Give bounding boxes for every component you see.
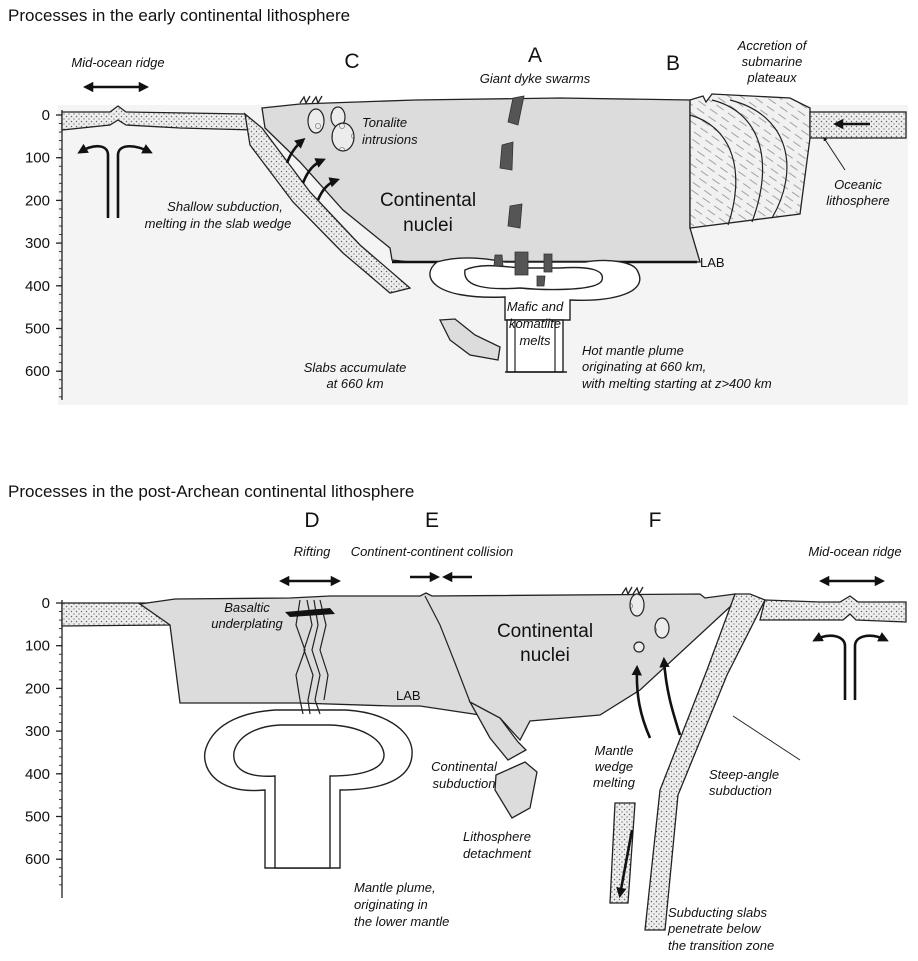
label-mantle-plume-1: Mantle plume, [354,880,436,895]
label-mafic-2: komatiite [509,316,561,331]
label-nuclei-2: nuclei [520,645,570,666]
depth-tick-label: 500 [25,809,50,826]
depth-tick-label: 200 [25,680,50,697]
panel-1-diagram: 0 100 200 300 400 500 600 [25,38,908,405]
convection-arrow-right-2 [855,636,886,700]
letter-c: C [344,50,359,73]
label-shallow-1: Shallow subduction, [167,199,283,214]
volcanism-icon-2 [622,587,643,594]
detached-block [495,762,537,818]
label-accretion-3: plateaux [746,70,797,85]
label-collision: Continent-continent collision [351,544,514,559]
depth-tick-label: 600 [25,851,50,868]
label-mantle-plume-2: originating in [354,897,428,912]
label-accretion-1: Accretion of [737,38,808,53]
label-mid-ocean-ridge-1: Mid-ocean ridge [71,55,164,70]
label-cont-subduction-2: subduction [433,776,496,791]
label-steep-2: subduction [709,783,772,798]
label-oceanic-1: Oceanic [834,177,882,192]
depth-axis-1: 0 100 200 300 400 500 600 [25,107,62,400]
depth-tick-label: 200 [25,192,50,209]
label-basaltic-1: Basaltic [224,600,270,615]
label-cont-subduction-1: Continental [431,759,498,774]
depth-tick-label: 300 [25,723,50,740]
label-mafic-1: Mafic and [507,299,564,314]
label-lab-2: LAB [396,688,421,703]
label-slabs-pen-1: Subducting slabs [668,905,768,920]
accreted-plateaux [690,94,810,228]
depth-tick-label: 300 [25,235,50,252]
label-shallow-2: melting in the slab wedge [145,216,292,231]
depth-axis-2: 0 100 200 300 400 500 600 [25,595,62,898]
volcanism-icon [300,96,322,103]
label-continental-2: Continental [497,621,593,642]
right-oceanic-plate-2 [760,596,906,622]
depth-tick-label: 100 [25,638,50,655]
label-rifting: Rifting [294,544,332,559]
label-nuclei-1: nuclei [403,215,453,236]
wedge-arrow-2 [664,660,680,735]
letter-e: E [425,509,439,532]
label-mid-ocean-ridge-2: Mid-ocean ridge [808,544,901,559]
depth-tick-label: 400 [25,278,50,295]
label-tonalite-1: Tonalite [362,115,407,130]
label-slabs-1: Slabs accumulate [304,360,407,375]
label-hot-plume-2: originating at 660 km, [582,359,706,374]
label-slabs-pen-3: the transition zone [668,938,774,953]
depth-tick-label: 0 [42,107,50,124]
letter-b: B [666,52,680,75]
label-basaltic-2: underplating [211,616,283,631]
depth-tick-label: 100 [25,150,50,167]
panel-2-diagram: 0 100 200 300 400 500 600 [25,509,906,953]
label-accretion-2: submarine [742,54,803,69]
convection-arrow-right-1 [815,636,845,700]
label-wedge-3: melting [593,775,636,790]
depth-tick-label: 500 [25,321,50,338]
label-wedge-1: Mantle [594,743,633,758]
label-wedge-2: wedge [595,759,633,774]
label-detachment-1: Lithosphere [463,829,531,844]
label-lab-1: LAB [700,255,725,270]
label-hot-plume-1: Hot mantle plume [582,343,684,358]
label-slabs-pen-2: penetrate below [667,921,762,936]
plume-head-inner-1 [465,266,603,290]
depth-tick-label: 0 [42,595,50,612]
label-giant-dyke: Giant dyke swarms [480,71,591,86]
depth-tick-label: 600 [25,363,50,380]
label-continental-1: Continental [380,190,476,211]
label-detachment-2: detachment [463,846,532,861]
label-tonalite-2: intrusions [362,132,418,147]
letter-a: A [528,44,542,67]
plume-head-inner-2 [234,725,384,868]
letter-f: F [649,509,662,532]
depth-tick-label: 400 [25,766,50,783]
label-hot-plume-3: with melting starting at z>400 km [582,376,772,391]
label-slabs-2: at 660 km [326,376,383,391]
label-mantle-plume-3: the lower mantle [354,914,449,929]
label-steep-1: Steep-angle [709,767,779,782]
letter-d: D [304,509,319,532]
label-oceanic-2: lithosphere [826,193,890,208]
label-mafic-3: melts [519,333,551,348]
